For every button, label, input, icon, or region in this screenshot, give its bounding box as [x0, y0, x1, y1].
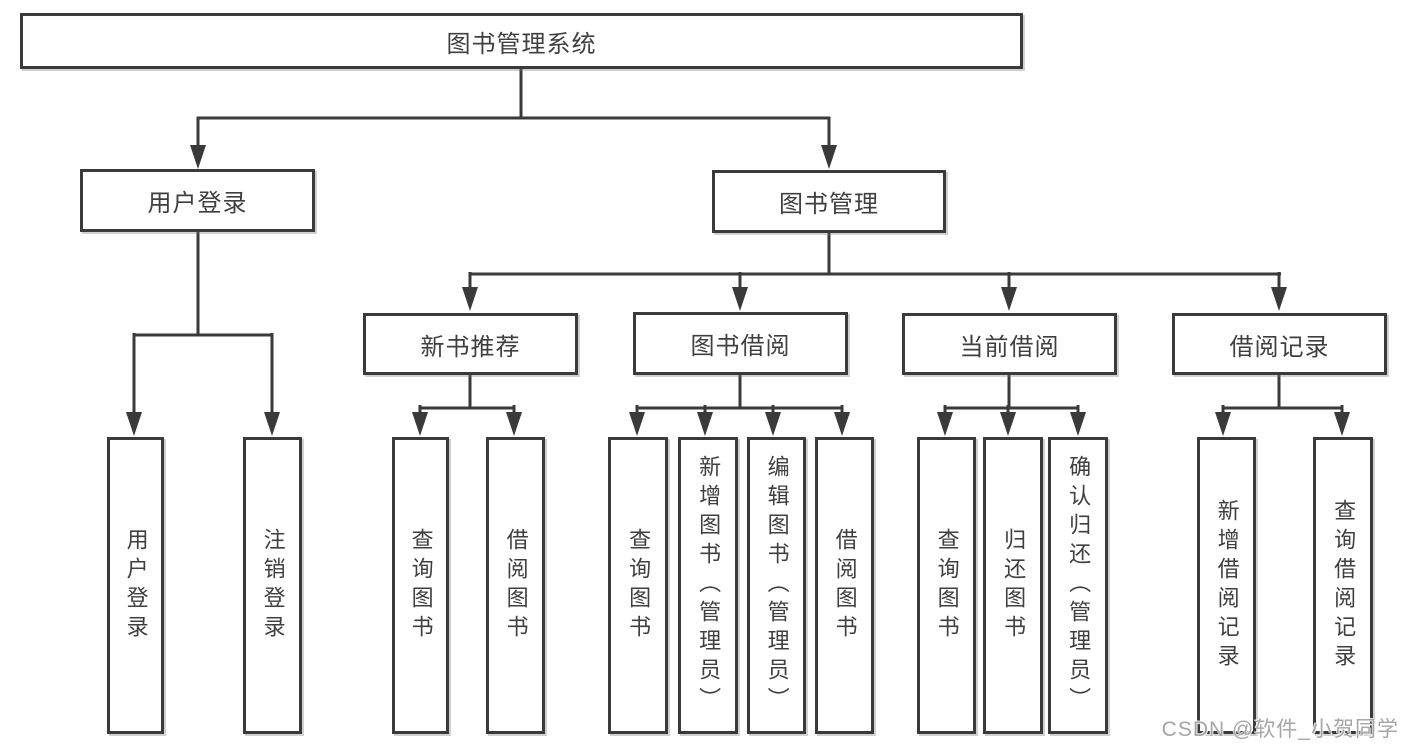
leaf-query-books-recommend: 查询图书: [392, 437, 449, 734]
node-new-book-recommendation: 新书推荐: [363, 313, 578, 375]
csdn-watermark: CSDN @软件_小贺同学: [1161, 718, 1399, 741]
node-book-borrowing: 图书借阅: [633, 312, 848, 375]
node-user-login-branch: 用户登录: [80, 169, 315, 232]
node-book-management-branch: 图书管理: [712, 170, 946, 233]
leaf-add-books-admin: 新增图书（管理员）: [678, 437, 738, 734]
leaf-query-books-borrow: 查询图书: [608, 437, 668, 734]
node-current-borrowing: 当前借阅: [902, 313, 1117, 375]
leaf-return-books: 归还图书: [983, 437, 1043, 734]
node-borrowing-records: 借阅记录: [1172, 313, 1387, 375]
leaf-confirm-return-admin: 确认归还（管理员）: [1048, 437, 1108, 734]
leaf-logout: 注销登录: [243, 437, 302, 734]
connector-paths: [132, 68, 1344, 414]
leaf-add-borrow-record: 新增借阅记录: [1197, 437, 1256, 734]
leaf-query-books-current: 查询图书: [917, 437, 976, 734]
leaf-borrow-books-recommend: 借阅图书: [486, 437, 545, 734]
leaf-borrow-books: 借阅图书: [815, 437, 874, 734]
node-root-system: 图书管理系统: [20, 13, 1023, 69]
leaf-user-login: 用户登录: [107, 437, 164, 734]
leaf-edit-books-admin: 编辑图书（管理员）: [747, 437, 806, 734]
leaf-query-borrow-record: 查询借阅记录: [1313, 437, 1373, 734]
